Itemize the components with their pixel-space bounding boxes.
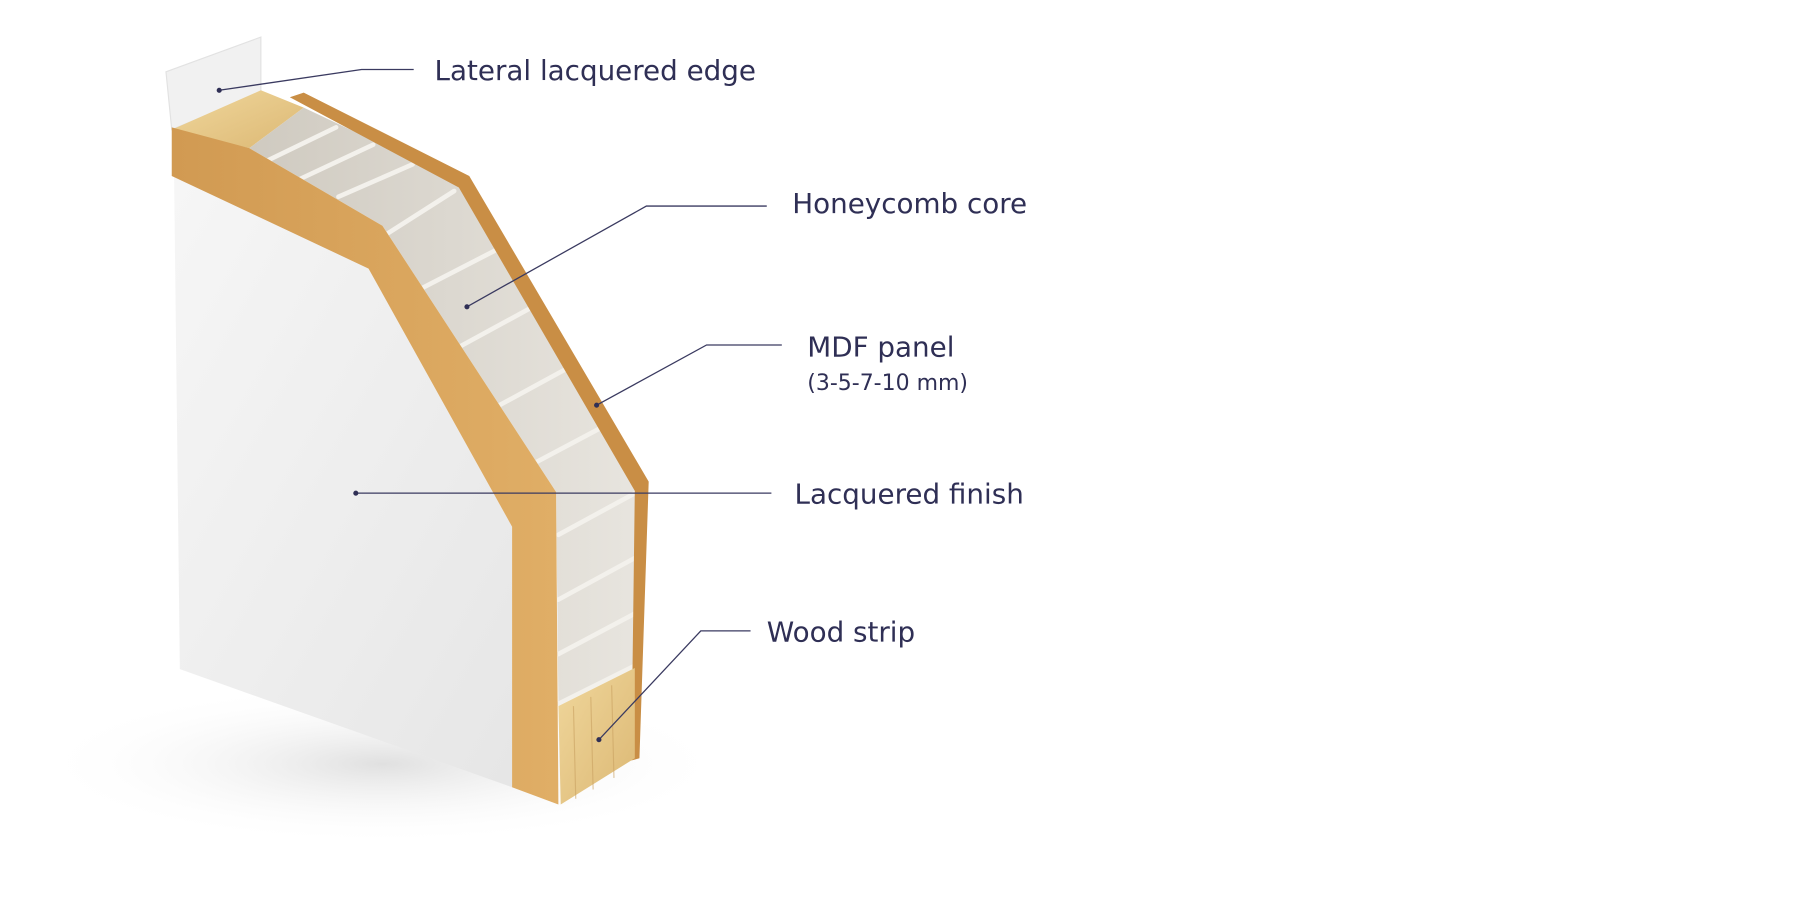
- label-lateral-lacquered-edge: Lateral lacquered edge: [435, 54, 756, 87]
- leader-lateral-edge: [216, 68, 414, 93]
- bottom-wood-strip: [558, 667, 635, 805]
- leader-finish: [353, 490, 772, 496]
- label-wood-strip: Wood strip: [767, 615, 915, 648]
- label-lacquered-finish: Lacquered finish: [795, 478, 1024, 511]
- label-honeycomb-core: Honeycomb core: [792, 187, 1027, 220]
- lacquered-finish-face: [174, 173, 513, 788]
- leader-mdf: [594, 344, 782, 408]
- leader-honeycomb: [464, 205, 767, 310]
- top-wood-strip: [171, 90, 304, 149]
- honeycomb-ribs: [262, 125, 640, 707]
- mdf-panel-front: [171, 127, 559, 805]
- label-mdf-thickness: (3-5-7-10 mm): [807, 371, 968, 396]
- honeycomb-core: [249, 107, 643, 707]
- label-mdf-panel: MDF panel: [807, 331, 954, 364]
- leader-wood-strip: [596, 630, 751, 743]
- wood-grain: [572, 685, 615, 799]
